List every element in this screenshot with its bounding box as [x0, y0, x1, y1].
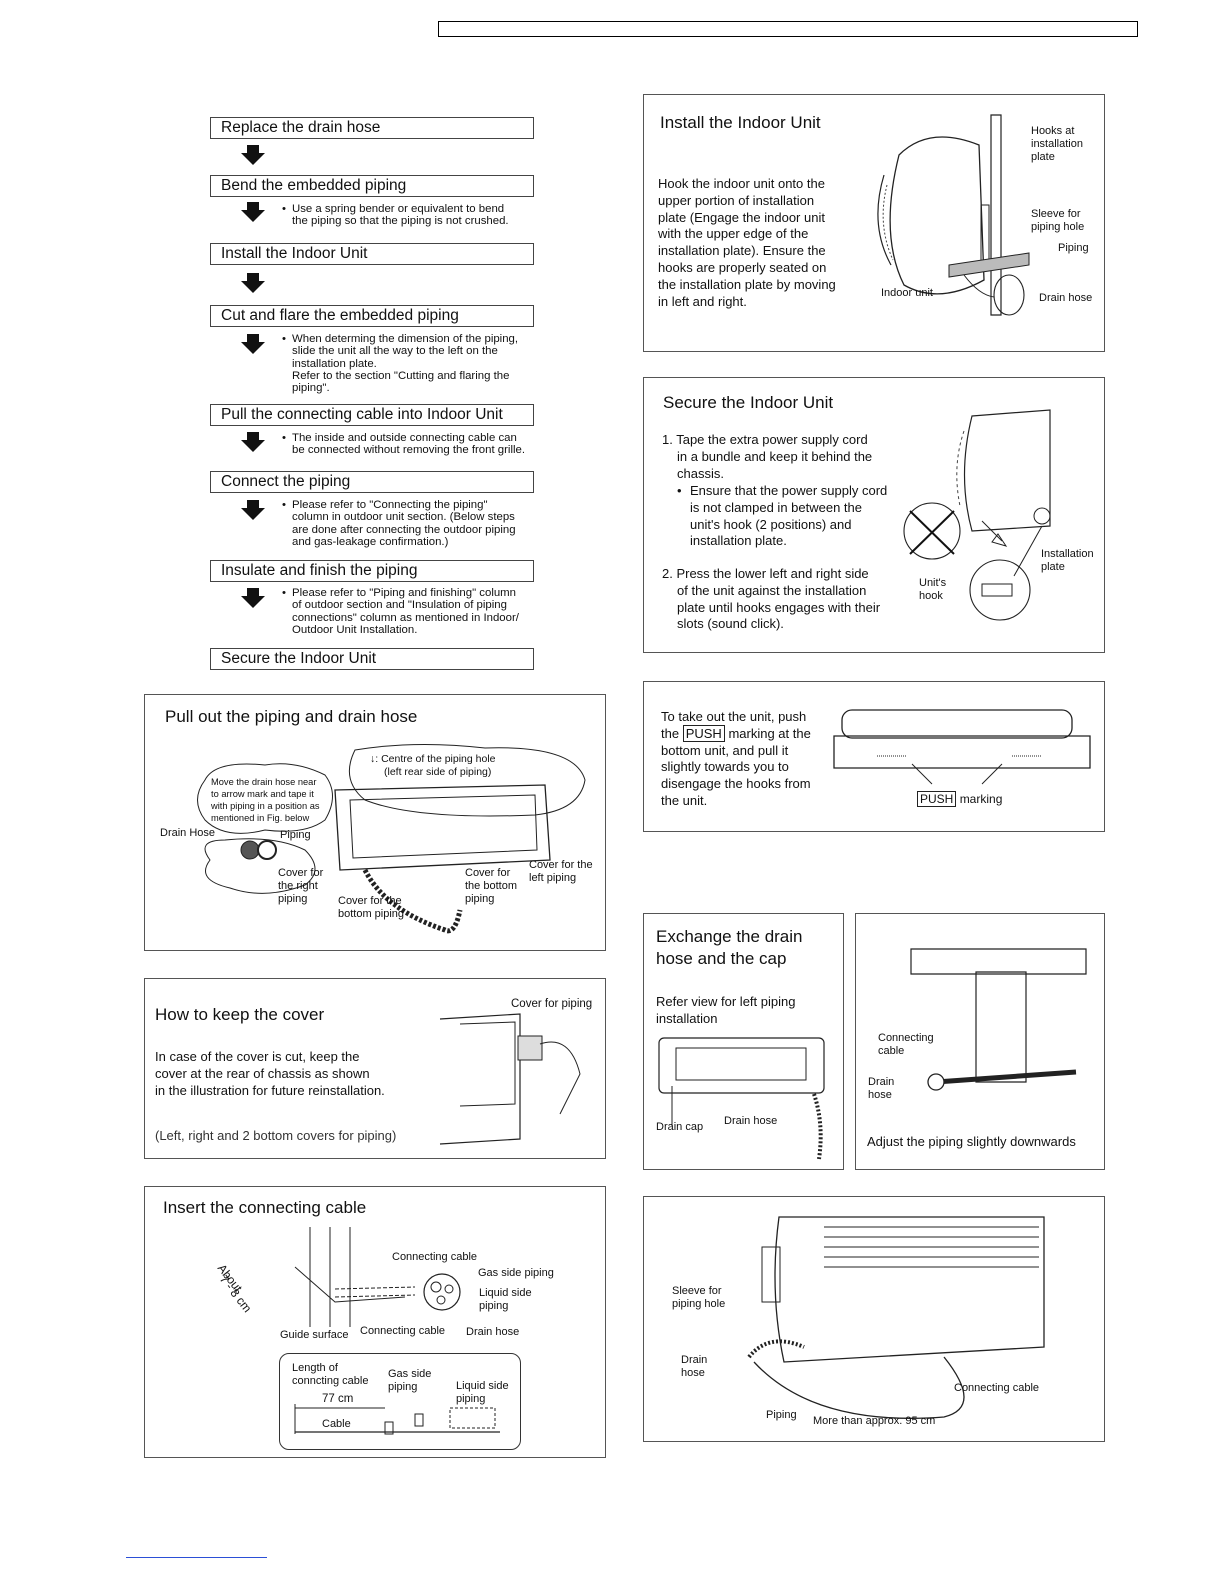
- final-unit-illustration: [744, 1212, 1054, 1427]
- pull-out-illustration: [155, 740, 603, 945]
- label-cover-left: Cover for the left piping: [529, 859, 593, 884]
- final-view-panel: Sleeve for piping hole Drain hose Piping…: [643, 1196, 1105, 1442]
- install-indoor-title: Install the Indoor Unit: [660, 113, 821, 132]
- label-units-hook: Unit's hook: [919, 577, 947, 602]
- flow-note-connect-piping: • Please refer to "Connecting the piping…: [282, 499, 516, 548]
- exchange-body: Refer view for left piping installation: [656, 994, 796, 1026]
- flow-note-pull-cable: • The inside and outside connecting cabl…: [282, 432, 526, 457]
- down-arrow-icon: [241, 588, 265, 608]
- label-piping: Piping: [1058, 242, 1089, 254]
- secure-item-2: 2. Press the lower left and right side o…: [662, 566, 881, 632]
- push-label-box: PUSH: [682, 724, 725, 742]
- flow-step-pull-cable: Pull the connecting cable into Indoor Un…: [210, 404, 534, 426]
- label-final-piping: Piping: [766, 1409, 797, 1421]
- label-drain-cap: Drain cap: [656, 1121, 704, 1133]
- label-hooks: Hooks at installation plate: [1031, 125, 1083, 163]
- keep-cover-illustration: [440, 1014, 590, 1144]
- pull-out-panel: Pull out the piping and drain hose ↓: Ce…: [144, 694, 606, 951]
- label-insert-drain-hose: Drain hose: [466, 1326, 520, 1338]
- label-liquid-side-2: Liquid side piping: [456, 1380, 509, 1405]
- flow-step-bend-piping: Bend the embedded piping: [210, 175, 534, 197]
- label-final-connecting-cable: Connecting cable: [954, 1382, 1040, 1394]
- label-cable: Cable: [322, 1418, 351, 1430]
- flow-note-cut-flare: • When determing the dimension of the pi…: [282, 333, 519, 395]
- install-indoor-panel: Install the Indoor Unit Hook the indoor …: [643, 94, 1105, 352]
- secure-item-1-bullet: • Ensure that the power supply cord is n…: [677, 483, 888, 549]
- take-out-panel: To take out the unit, push the PUSH mark…: [643, 681, 1105, 832]
- label-cover-bottom-1: Cover for the bottom piping: [338, 895, 405, 920]
- push-marking-caption: PUSH marking: [917, 791, 1002, 808]
- down-arrow-icon: [241, 273, 265, 293]
- flow-note-bend: • Use a spring bender or equivalent to b…: [282, 203, 509, 228]
- label-adjust-connecting-cable: Connecting cable: [878, 1032, 934, 1057]
- label-guide-surface: Guide surface: [280, 1329, 349, 1341]
- label-connecting-cable-2: Connecting cable: [360, 1325, 446, 1337]
- label-installation-plate: Installation plate: [1041, 548, 1094, 573]
- flow-step-cut-flare: Cut and flare the embedded piping: [210, 305, 534, 327]
- down-arrow-icon: [241, 432, 265, 452]
- secure-hook-illustration: [902, 406, 1082, 624]
- label-final-drain-hose: Drain hose: [681, 1354, 708, 1379]
- exchange-title: Exchange the drain hose and the cap: [656, 927, 803, 968]
- secure-item-1: 1. Tape the extra power supply cord in a…: [662, 432, 873, 481]
- adjust-illustration: [906, 944, 1096, 1094]
- flow-step-connect-piping: Connect the piping: [210, 471, 534, 493]
- secure-indoor-title: Secure the Indoor Unit: [663, 393, 834, 412]
- flow-step-secure-indoor: Secure the Indoor Unit: [210, 648, 534, 670]
- label-77cm: 77 cm: [322, 1393, 354, 1405]
- label-sleeve: Sleeve for piping hole: [1031, 208, 1085, 233]
- insert-cable-title: Insert the connecting cable: [163, 1198, 367, 1217]
- indoor-unit-side-illustration: [869, 115, 1029, 315]
- keep-cover-body: In case of the cover is cut, keep the co…: [155, 1049, 385, 1098]
- label-gas-side: Gas side piping: [478, 1267, 554, 1279]
- footer-link-line: [126, 1557, 267, 1558]
- label-exchange-drain-hose: Drain hose: [724, 1115, 778, 1127]
- cable-length-diagram: [290, 1404, 510, 1439]
- flow-step-replace-drain-hose: Replace the drain hose: [210, 117, 534, 139]
- take-out-body: To take out the unit, push the PUSH mark…: [661, 709, 811, 808]
- unit-front-bottom-illustration: [832, 706, 1092, 786]
- insert-cable-panel: Insert the connecting cable About 7 - 8 …: [144, 1186, 606, 1458]
- label-gas-side-2: Gas side piping: [388, 1368, 432, 1393]
- secure-indoor-panel: Secure the Indoor Unit 1. Tape the extra…: [643, 377, 1105, 653]
- label-more-than: More than approx. 95 cm: [813, 1415, 936, 1427]
- down-arrow-icon: [241, 145, 265, 165]
- keep-cover-title: How to keep the cover: [155, 1005, 325, 1024]
- label-cover-right: Cover for the right piping: [278, 867, 324, 905]
- label-connecting-cable: Connecting cable: [392, 1251, 478, 1263]
- down-arrow-icon: [241, 334, 265, 354]
- adjust-panel: Connecting cable Drain hose Adjust the p…: [855, 913, 1105, 1170]
- install-indoor-body: Hook the indoor unit onto the upper port…: [658, 176, 836, 309]
- label-cover-for-piping: Cover for piping: [511, 998, 593, 1010]
- adjust-caption: Adjust the piping slightly downwards: [867, 1134, 1076, 1149]
- pull-out-title: Pull out the piping and drain hose: [165, 707, 418, 726]
- label-final-sleeve: Sleeve for piping hole: [672, 1285, 726, 1310]
- cable-length-box: Length of conncting cable Gas side pipin…: [279, 1353, 521, 1450]
- down-arrow-icon: [241, 202, 265, 222]
- cloud-note: Move the drain hose near to arrow mark a…: [211, 777, 320, 823]
- keep-cover-panel: How to keep the cover In case of the cov…: [144, 978, 606, 1159]
- exchange-illustration: [654, 1034, 834, 1164]
- label-drain-hose: Drain hose: [1039, 292, 1093, 304]
- label-centre: ↓: Centre of the piping hole (left rear …: [370, 753, 496, 778]
- label-drain-hose-cloud: Drain Hose: [160, 827, 216, 839]
- label-length-of: Length of conncting cable: [292, 1362, 369, 1387]
- label-indoor-unit: Indoor unit: [881, 287, 933, 299]
- label-piping-cloud: Piping: [280, 829, 311, 841]
- exchange-panel: Exchange the drain hose and the cap Refe…: [643, 913, 844, 1170]
- header-bar: [438, 21, 1138, 37]
- keep-cover-note: (Left, right and 2 bottom covers for pip…: [155, 1128, 397, 1143]
- flow-note-insulate: • Please refer to "Piping and finishing"…: [282, 587, 519, 636]
- insert-cable-illustration: [225, 1227, 525, 1337]
- flow-step-install-indoor: Install the Indoor Unit: [210, 243, 534, 265]
- down-arrow-icon: [241, 500, 265, 520]
- label-adjust-drain-hose: Drain hose: [868, 1076, 895, 1101]
- flow-step-insulate: Insulate and finish the piping: [210, 560, 534, 582]
- label-cover-bottom-2: Cover for the bottom piping: [465, 867, 517, 905]
- label-liquid-side: Liquid side piping: [479, 1287, 532, 1312]
